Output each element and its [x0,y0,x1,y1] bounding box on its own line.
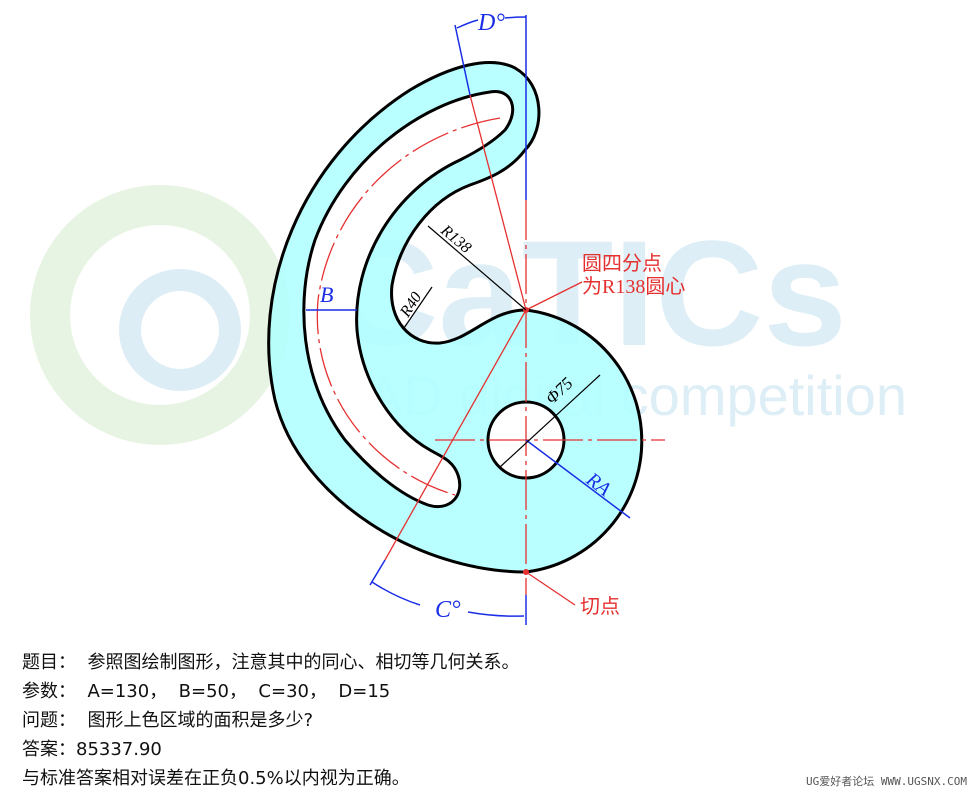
dim-b: B [320,282,333,307]
note-quadrant-line2: 为R138圆心 [582,275,685,298]
dimension-lines [306,15,631,625]
question-tolerance: 与标准答案相对误差在正负0.5%以内视为正确。 [22,768,410,789]
question-ask: 问题： 图形上色区域的面积是多少? [22,710,313,731]
slot [302,90,515,508]
question-answer: 答案：85337.90 [22,739,162,760]
note-quadrant-line1: 圆四分点 [582,252,662,275]
dim-c-angle: C° [435,597,461,623]
tangent-point [523,569,529,575]
centerlines [316,94,665,606]
black-dimension-lines [403,225,601,468]
cad-drawing: CaTICs CAD digital competition D° C° B [30,10,907,625]
question-params: 参数： A=130， B=50， C=30， D=15 [22,681,391,702]
footer-site: UG爱好者论坛 WWW.UGSNX.COM [806,775,967,788]
question-title: 题目： 参照图绘制图形，注意其中的同心、相切等几何关系。 [22,652,520,673]
gear-icon [119,269,241,391]
dim-d-angle: D° [477,10,505,36]
note-tangent: 切点 [580,595,620,618]
